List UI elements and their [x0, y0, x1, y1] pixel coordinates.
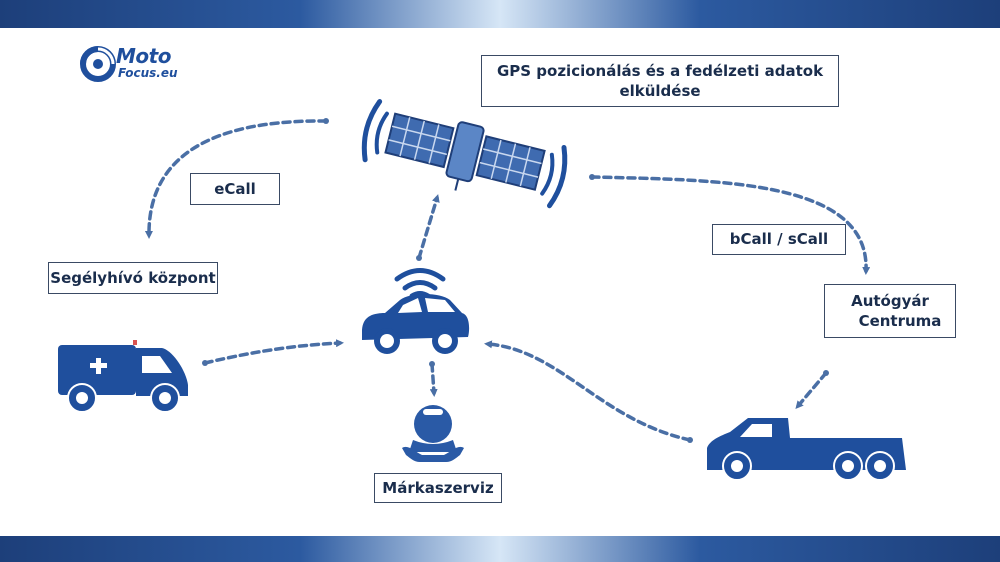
- wifi-signal-icon: [394, 268, 446, 299]
- bottom-banner: [0, 536, 1000, 562]
- gps-info-line1: GPS pozicionálás és a fedélzeti adatok: [496, 61, 824, 80]
- motofocus-logo: Moto Focus.eu: [80, 44, 200, 88]
- bcall-scall-box: bCall / sCall: [712, 224, 846, 255]
- logo-text-focus: Focus.eu: [118, 66, 178, 80]
- car-icon: [362, 294, 470, 354]
- bcall-scall-label: bCall / sCall: [729, 230, 829, 249]
- manufacturer-line2: Centruma: [858, 312, 942, 330]
- arrow-ambulance-to-car: [203, 339, 344, 365]
- arrow-satellite-to-emergency: [144, 119, 328, 239]
- brand-service-label: Márkaszerviz: [382, 478, 494, 497]
- top-banner: [0, 0, 1000, 28]
- gps-info-box: GPS pozicionálás és a fedélzeti adatok e…: [481, 55, 839, 107]
- logo-text-moto: Moto: [116, 44, 171, 68]
- arrow-satellite-to-manufacturer: [590, 175, 871, 275]
- satellite-icon: [361, 99, 568, 209]
- ecall-box: eCall: [190, 173, 280, 205]
- manufacturer-center-box: Autógyár Centruma: [824, 284, 956, 338]
- emergency-center-label: Segélyhívó központ: [50, 268, 216, 287]
- ambulance-icon: [58, 340, 188, 413]
- manufacturer-line1: Autógyár: [851, 291, 929, 310]
- brand-service-box: Márkaszerviz: [374, 473, 502, 503]
- gps-info-line2: elküldése: [619, 82, 701, 100]
- emergency-center-box: Segélyhívó központ: [48, 262, 218, 294]
- logo-circle-icon: [80, 46, 116, 82]
- arrow-car-to-service: [429, 362, 438, 397]
- ecall-label: eCall: [214, 179, 256, 198]
- mechanic-icon: [402, 405, 464, 462]
- pickup-truck-icon: [707, 418, 906, 481]
- arrow-truck-to-car: [484, 340, 692, 442]
- arrow-car-to-satellite: [417, 194, 440, 260]
- arrow-manufacturer-to-truck: [795, 371, 828, 410]
